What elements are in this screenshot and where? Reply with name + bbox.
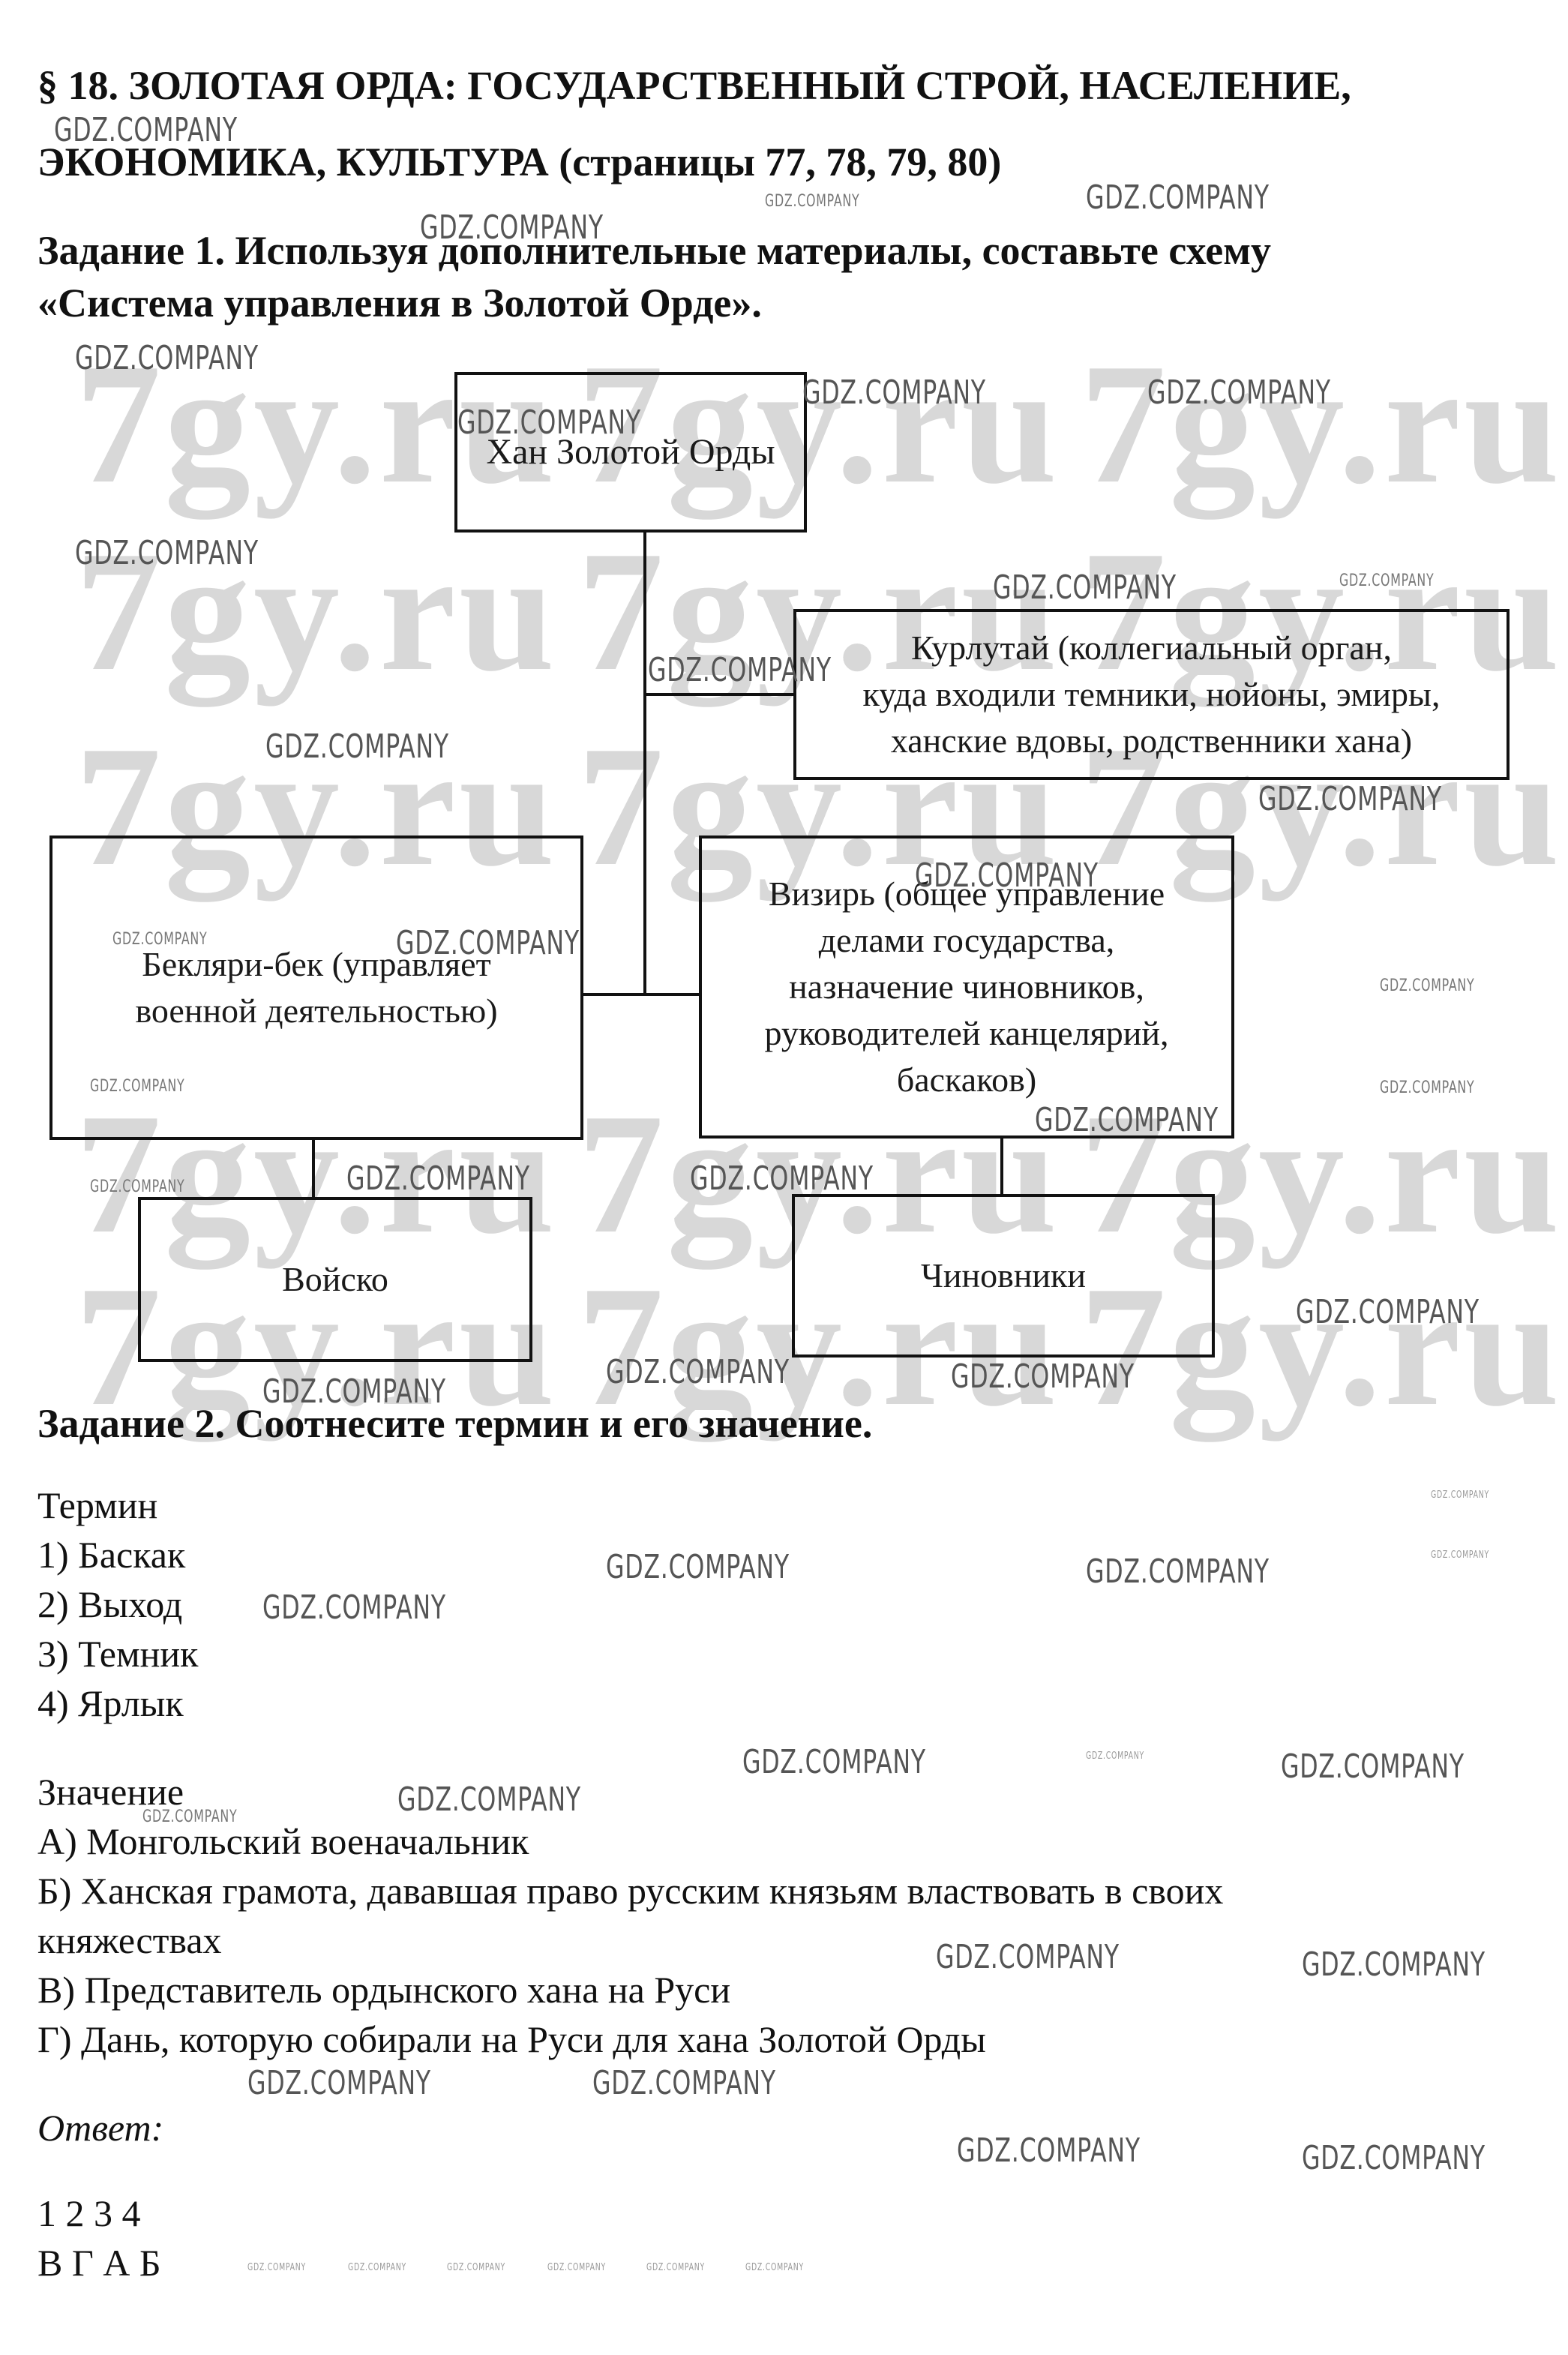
watermark-gdz: GDZ.COMPANY bbox=[420, 208, 604, 247]
watermark-gdz: GDZ.COMPANY bbox=[606, 1353, 790, 1391]
watermark-gdz: GDZ.COMPANY bbox=[742, 1743, 926, 1781]
watermark-gdz: GDZ.COMPANY bbox=[957, 2132, 1141, 2170]
answer-label: Ответ: bbox=[37, 2107, 164, 2149]
term-4: 4) Ярлык bbox=[37, 1682, 184, 1724]
watermark-7gy-row1-a: 7gy.ru bbox=[75, 328, 558, 519]
watermark-gdz: GDZ.COMPANY bbox=[915, 856, 1099, 895]
task1-title-line1: Задание 1. Используя дополнительные мате… bbox=[37, 228, 1272, 273]
answer-numbers: 1 2 3 4 bbox=[37, 2192, 141, 2234]
box-kurultai: Курлутай (коллегиальный орган, куда вход… bbox=[793, 609, 1510, 780]
watermark-gdz: GDZ.COMPANY bbox=[936, 1938, 1120, 1976]
answer-letters: В Г А Б bbox=[37, 2242, 161, 2284]
watermark-gdz: GDZ.COMPANY bbox=[265, 728, 449, 766]
watermark-gdz: GDZ.COMPANY bbox=[1086, 1750, 1144, 1762]
watermark-gdz: GDZ.COMPANY bbox=[457, 404, 641, 442]
watermark-gdz: GDZ.COMPANY bbox=[1380, 1078, 1475, 1097]
watermark-7gy-row5-b: 7gy.ru bbox=[577, 1250, 1060, 1442]
meaning-b-line2: княжествах bbox=[37, 1919, 222, 1961]
watermark-7gy-row3-c: 7gy.ru bbox=[1080, 710, 1563, 902]
box-beklyari-bek: Бекляри-бек (управляет военной деятельно… bbox=[49, 836, 583, 1140]
watermark-7gy-row3-b: 7gy.ru bbox=[577, 710, 1060, 902]
watermark-gdz: GDZ.COMPANY bbox=[765, 192, 860, 211]
watermark-gdz: GDZ.COMPANY bbox=[648, 651, 832, 689]
watermark-gdz: GDZ.COMPANY bbox=[112, 930, 208, 949]
watermark-gdz: GDZ.COMPANY bbox=[1147, 374, 1331, 412]
term-2: 2) Выход bbox=[37, 1583, 183, 1625]
watermark-7gy-row1-c: 7gy.ru bbox=[1080, 328, 1563, 519]
watermark-7gy-row4-b: 7gy.ru bbox=[577, 1078, 1060, 1269]
watermark-gdz: GDZ.COMPANY bbox=[1035, 1101, 1219, 1139]
watermark-gdz: GDZ.COMPANY bbox=[1302, 1946, 1486, 1984]
watermark-gdz: GDZ.COMPANY bbox=[646, 2262, 705, 2273]
watermark-gdz: GDZ.COMPANY bbox=[1086, 1552, 1270, 1591]
watermark-gdz: GDZ.COMPANY bbox=[142, 1808, 238, 1826]
watermark-gdz: GDZ.COMPANY bbox=[75, 339, 259, 377]
watermark-gdz: GDZ.COMPANY bbox=[745, 2262, 804, 2273]
box-officials: Чиновники bbox=[792, 1194, 1215, 1358]
watermark-gdz: GDZ.COMPANY bbox=[802, 374, 986, 412]
watermark-gdz: GDZ.COMPANY bbox=[993, 568, 1177, 607]
watermark-gdz: GDZ.COMPANY bbox=[90, 1178, 185, 1196]
meaning-v: В) Представитель ордынского хана на Руси bbox=[37, 1969, 731, 2011]
meaning-g: Г) Дань, которую собирали на Руси для ха… bbox=[37, 2018, 986, 2060]
watermark-7gy-row4-c: 7gy.ru bbox=[1080, 1078, 1563, 1269]
connector-to-kurultai bbox=[643, 693, 793, 696]
watermark-gdz: GDZ.COMPANY bbox=[547, 2262, 606, 2273]
box-khan: Хан Золотой Орды bbox=[454, 372, 807, 532]
watermark-gdz: GDZ.COMPANY bbox=[592, 2064, 776, 2102]
watermark-gdz: GDZ.COMPANY bbox=[262, 1372, 446, 1411]
connector-vizier-officials bbox=[1000, 1138, 1003, 1194]
watermark-gdz: GDZ.COMPANY bbox=[1302, 2139, 1486, 2177]
box-army: Войско bbox=[138, 1197, 532, 1362]
terms-heading: Термин bbox=[37, 1484, 158, 1526]
watermark-7gy-row1-b: 7gy.ru bbox=[577, 328, 1060, 519]
meaning-a: А) Монгольский военачальник bbox=[37, 1820, 529, 1862]
watermark-gdz: GDZ.COMPANY bbox=[447, 2262, 505, 2273]
watermark-gdz: GDZ.COMPANY bbox=[1258, 780, 1442, 818]
box-vizier: Визирь (общее управление делами государс… bbox=[699, 836, 1234, 1138]
section-title-line2: ЭКОНОМИКА, КУЛЬТУРА (страницы 77, 78, 79… bbox=[37, 140, 1002, 184]
connector-khan-vertical bbox=[643, 532, 646, 994]
term-3: 3) Темник bbox=[37, 1633, 199, 1675]
task1-title-line2: «Система управления в Золотой Орде». bbox=[37, 280, 762, 326]
watermark-gdz: GDZ.COMPANY bbox=[90, 1077, 185, 1096]
watermark-7gy-row5-a: 7gy.ru bbox=[75, 1250, 558, 1442]
watermark-gdz: GDZ.COMPANY bbox=[348, 2262, 406, 2273]
watermark-gdz: GDZ.COMPANY bbox=[1339, 572, 1435, 590]
watermark-gdz: GDZ.COMPANY bbox=[1380, 976, 1475, 995]
watermark-gdz: GDZ.COMPANY bbox=[75, 534, 259, 572]
connector-beklyari-army bbox=[312, 1140, 315, 1197]
watermark-gdz: GDZ.COMPANY bbox=[247, 2262, 306, 2273]
watermark-gdz: GDZ.COMPANY bbox=[396, 924, 580, 962]
connector-horizontal-bottom bbox=[583, 993, 699, 996]
watermark-gdz: GDZ.COMPANY bbox=[606, 1548, 790, 1586]
meaning-b-line1: Б) Ханская грамота, дававшая право русск… bbox=[37, 1870, 1224, 1912]
meanings-heading: Значение bbox=[37, 1771, 184, 1813]
section-title-line1: § 18. ЗОЛОТАЯ ОРДА: ГОСУДАРСТВЕННЫЙ СТРО… bbox=[37, 63, 1351, 108]
term-1: 1) Баскак bbox=[37, 1534, 186, 1576]
watermark-gdz: GDZ.COMPANY bbox=[1296, 1293, 1480, 1331]
watermark-gdz: GDZ.COMPANY bbox=[1431, 1490, 1489, 1501]
watermark-gdz: GDZ.COMPANY bbox=[690, 1160, 874, 1198]
watermark-gdz: GDZ.COMPANY bbox=[1086, 178, 1270, 217]
task2-title: Задание 2. Соотнесите термин и его значе… bbox=[37, 1401, 873, 1446]
watermark-gdz: GDZ.COMPANY bbox=[1281, 1748, 1465, 1786]
watermark-gdz: GDZ.COMPANY bbox=[346, 1160, 530, 1198]
watermark-gdz: GDZ.COMPANY bbox=[1431, 1550, 1489, 1561]
watermark-7gy-row2-a: 7gy.ru bbox=[75, 515, 558, 706]
watermark-gdz: GDZ.COMPANY bbox=[951, 1358, 1135, 1396]
watermark-7gy-row5-c: 7gy.ru bbox=[1080, 1250, 1563, 1442]
watermark-gdz: GDZ.COMPANY bbox=[54, 111, 238, 149]
watermark-7gy-row3-a: 7gy.ru bbox=[75, 710, 558, 902]
watermark-gdz: GDZ.COMPANY bbox=[397, 1780, 581, 1819]
watermark-gdz: GDZ.COMPANY bbox=[262, 1588, 446, 1627]
watermark-gdz: GDZ.COMPANY bbox=[247, 2064, 431, 2102]
